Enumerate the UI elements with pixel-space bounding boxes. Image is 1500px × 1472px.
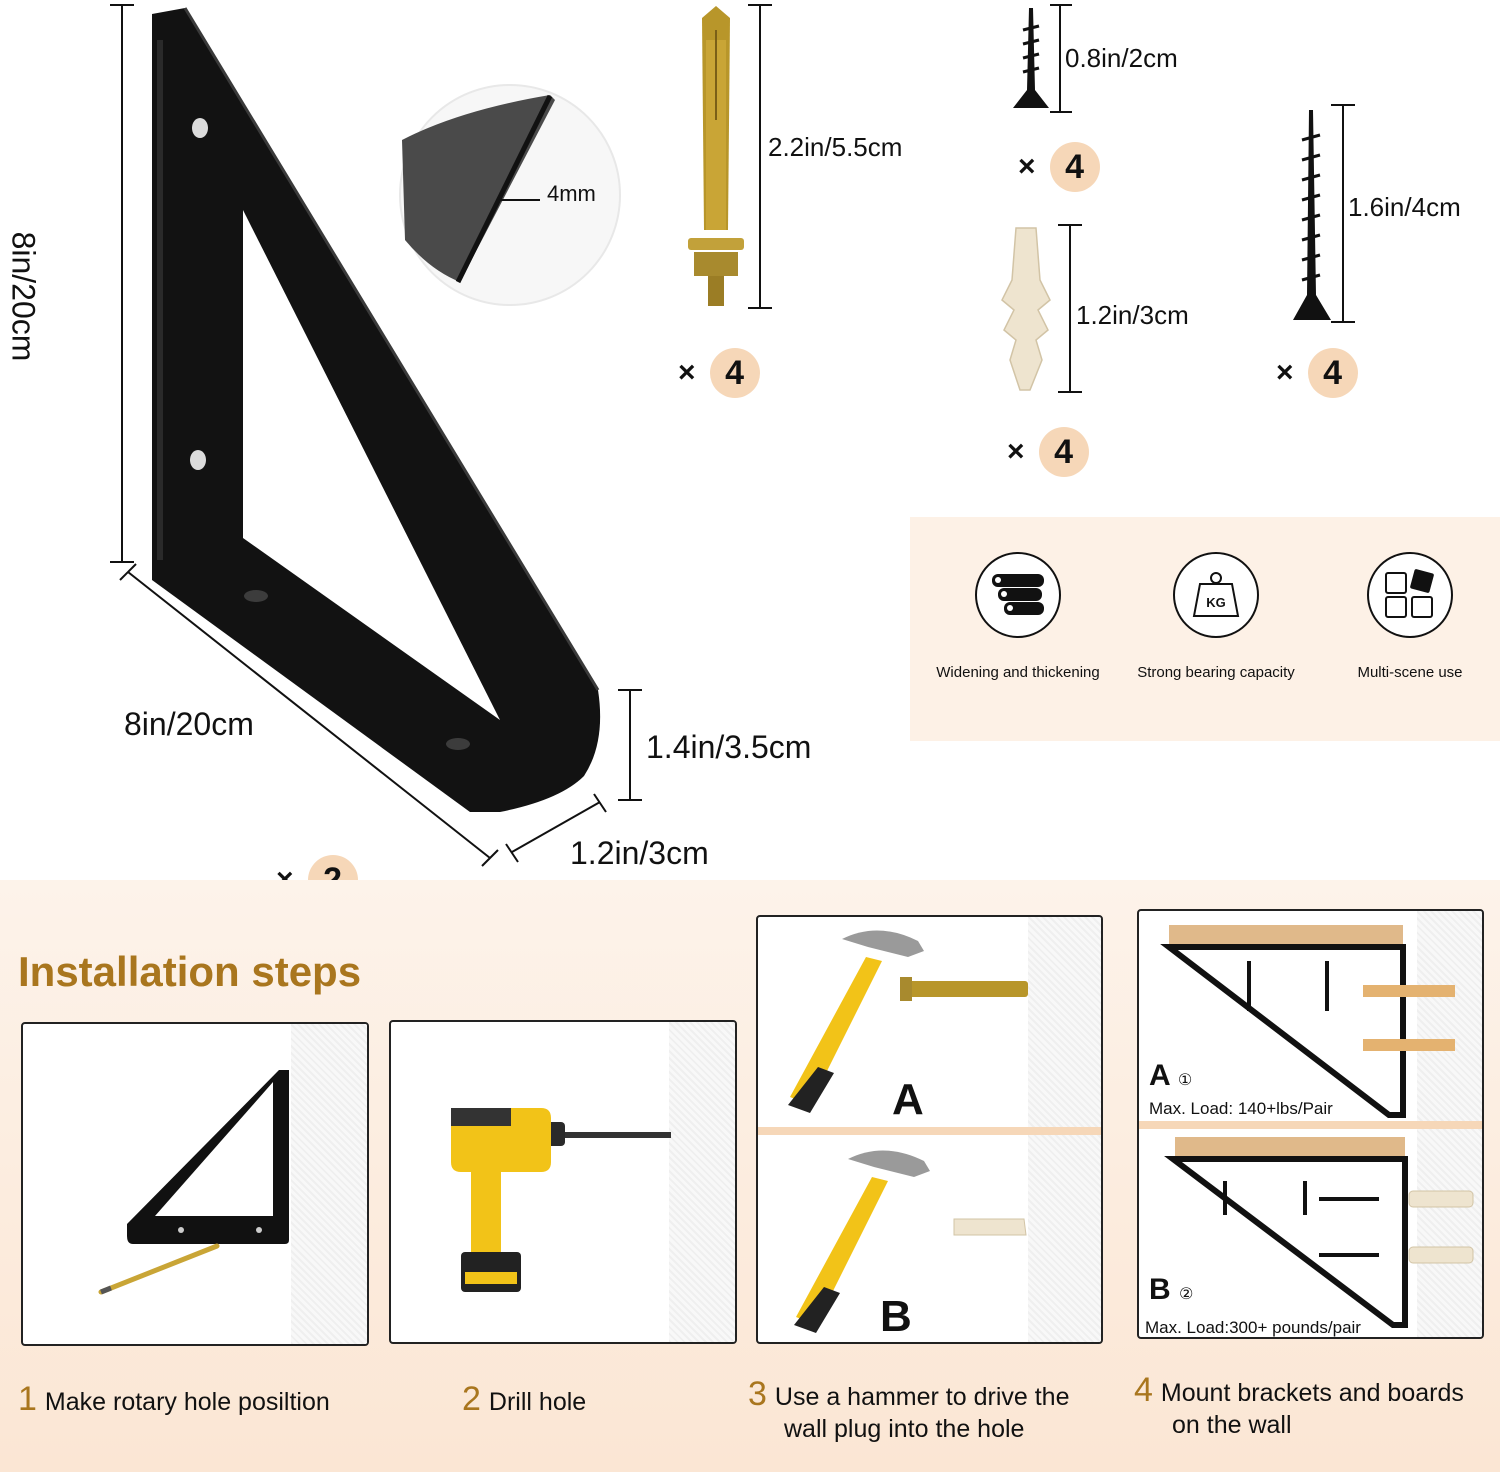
depth-label: 1.4in/3.5cm bbox=[646, 729, 812, 765]
wall-texture bbox=[669, 1022, 735, 1342]
step-text: Make rotary hole posiltion bbox=[44, 1388, 330, 1416]
count-badge: 4 bbox=[709, 348, 760, 398]
max-load-a: Max. Load: 140+lbs/Pair bbox=[1149, 1099, 1333, 1118]
width-label: 8in/20cm bbox=[124, 706, 254, 742]
feature-multi-scene: Multi-scene use bbox=[1310, 552, 1500, 681]
panel-divider bbox=[758, 1127, 1101, 1135]
step-2-panel bbox=[389, 1020, 737, 1344]
feature-label: Widening and thickening bbox=[936, 664, 1100, 681]
height-label: 8in/20cm bbox=[5, 231, 42, 362]
mounted-bracket-b-illustration bbox=[1164, 1137, 1474, 1328]
band-width-label: 1.2in/3cm bbox=[570, 835, 709, 871]
drill-illustration bbox=[451, 1108, 671, 1292]
kg-text: KG bbox=[1206, 595, 1226, 610]
option-a-number: ① bbox=[1177, 1072, 1193, 1089]
kg-weight-icon: KG bbox=[1173, 552, 1259, 638]
step-number: 1 bbox=[18, 1380, 37, 1418]
times-sign: × bbox=[678, 356, 696, 389]
times-sign: × bbox=[1276, 356, 1294, 389]
step-4-panel: A ① Max. Load: 140+lbs/Pair B ② Max. Loa… bbox=[1137, 909, 1484, 1339]
step-number: 4 bbox=[1134, 1371, 1153, 1409]
step-number: 3 bbox=[748, 1375, 767, 1413]
anchor-bolt-illustration bbox=[688, 4, 772, 309]
short-screw-illustration bbox=[1013, 4, 1072, 113]
thickness-label: 4mm bbox=[547, 181, 596, 206]
option-b-label: B ② bbox=[1149, 1273, 1193, 1307]
long-screw-quantity: × 4 bbox=[1276, 348, 1358, 398]
anchor-bolt-quantity: × 4 bbox=[678, 348, 760, 398]
installation-title: Installation steps bbox=[18, 948, 362, 995]
times-sign: × bbox=[1018, 150, 1036, 183]
feature-label: Multi-scene use bbox=[1357, 664, 1463, 681]
wall-plug-quantity: × 4 bbox=[1007, 427, 1089, 477]
hammer-anchor-illustration bbox=[788, 930, 1028, 1113]
option-b-label: B bbox=[880, 1292, 912, 1341]
step-1-panel bbox=[21, 1022, 369, 1346]
count-badge: 4 bbox=[1307, 348, 1358, 398]
step-3-panel: A B bbox=[756, 915, 1103, 1344]
step-text: on the wall bbox=[1172, 1411, 1292, 1439]
wall-plug-size: 1.2in/3cm bbox=[1076, 300, 1189, 330]
feature-bearing: KG Strong bearing capacity bbox=[1116, 552, 1316, 681]
features-panel: Widening and thickening KG Strong bearin… bbox=[910, 517, 1500, 741]
short-screw-size: 0.8in/2cm bbox=[1065, 43, 1178, 73]
short-screw-quantity: × 4 bbox=[1018, 142, 1100, 192]
wall-plug-illustration bbox=[1001, 224, 1082, 393]
bracket-on-wall-illustration bbox=[98, 1070, 289, 1295]
step-text: wall plug into the hole bbox=[784, 1415, 1025, 1443]
step-number: 2 bbox=[462, 1380, 481, 1418]
option-a-label: A bbox=[892, 1075, 924, 1124]
step-text: Use a hammer to drive the bbox=[774, 1383, 1070, 1411]
bracket-illustration bbox=[110, 4, 642, 867]
long-screw-illustration bbox=[1293, 104, 1355, 323]
option-a-letter: A bbox=[1149, 1059, 1170, 1092]
step-text: Drill hole bbox=[488, 1388, 587, 1416]
max-load-b: Max. Load:300+ pounds/pair bbox=[1145, 1318, 1361, 1337]
option-b-letter: B bbox=[1149, 1273, 1171, 1306]
panel-divider bbox=[1139, 1121, 1482, 1129]
anchor-bolt-size: 2.2in/5.5cm bbox=[768, 132, 903, 162]
times-sign: × bbox=[1007, 435, 1025, 468]
mounted-bracket-a-illustration bbox=[1160, 925, 1455, 1118]
option-a-label: A ① bbox=[1149, 1059, 1192, 1093]
hammer-plug-illustration bbox=[794, 1150, 1027, 1333]
option-b-number: ② bbox=[1179, 1286, 1194, 1303]
wall-texture bbox=[291, 1024, 367, 1344]
tubes-icon bbox=[975, 552, 1061, 638]
long-screw-size: 1.6in/4cm bbox=[1348, 192, 1461, 222]
feature-widening: Widening and thickening bbox=[918, 552, 1118, 681]
feature-label: Strong bearing capacity bbox=[1137, 664, 1295, 681]
squares-icon bbox=[1367, 552, 1453, 638]
step-text: Mount brackets and boards bbox=[1160, 1379, 1464, 1407]
count-badge: 4 bbox=[1038, 427, 1089, 477]
count-badge: 4 bbox=[1049, 142, 1100, 192]
